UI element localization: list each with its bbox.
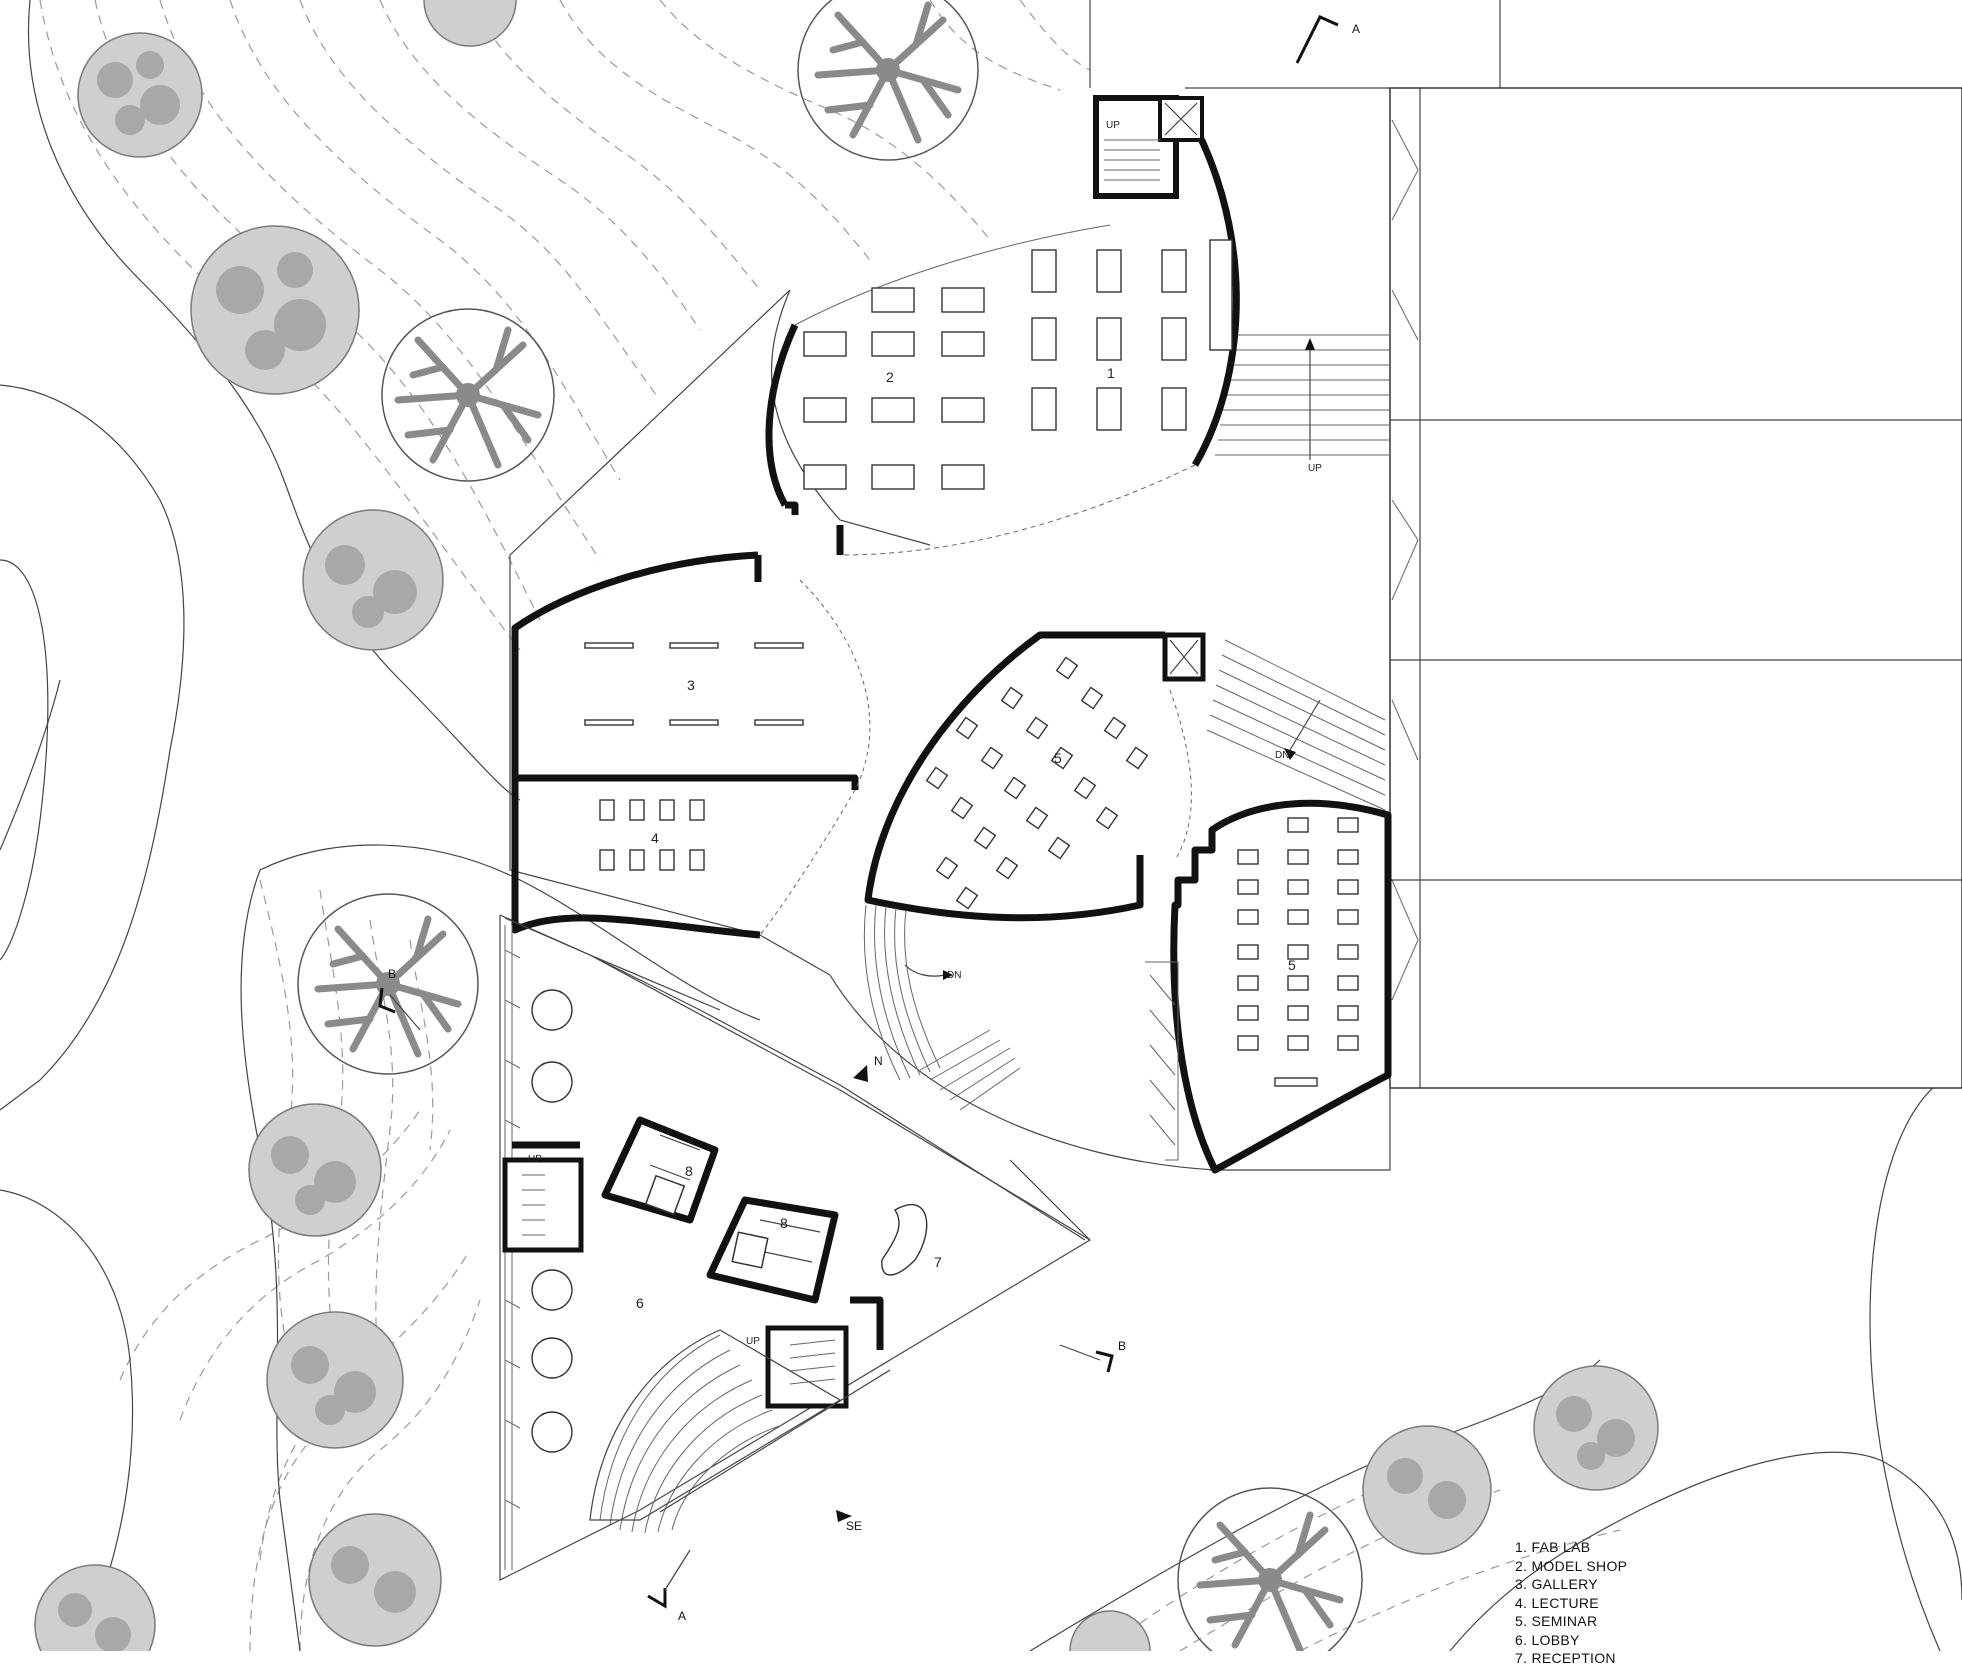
room-number-restroom-a: 8 xyxy=(685,1163,693,1179)
room-number-seminar-west: 5 xyxy=(1054,750,1062,766)
legend-item-lobby: 6. LOBBY xyxy=(1515,1631,1580,1648)
room-number-gallery: 3 xyxy=(687,677,695,693)
tree-canopy xyxy=(302,509,444,651)
trees xyxy=(34,0,1659,1651)
tree-canopy xyxy=(248,1103,382,1237)
stair-label-north-up: UP xyxy=(1106,120,1120,131)
adjacent-building xyxy=(1389,87,1962,1089)
room-seminar-west xyxy=(864,631,1206,922)
tree-branching xyxy=(797,0,979,161)
stair-label-south-dn: DN xyxy=(947,970,961,981)
legend-item-reception: 7. RECEPTION xyxy=(1515,1650,1616,1666)
room-number-restroom-b: 8 xyxy=(780,1215,788,1231)
legend-item-gallery: 3. GALLERY xyxy=(1515,1576,1598,1592)
svg-text:A: A xyxy=(1352,22,1360,36)
stair-label-auditorium-up: UP xyxy=(746,1336,760,1347)
tree-canopy xyxy=(77,32,203,158)
tree-canopy xyxy=(1533,1365,1659,1491)
section-marker-a-top: A xyxy=(1295,15,1360,64)
tree-canopy xyxy=(266,1311,404,1449)
building-footprint xyxy=(499,87,1391,1581)
tree-canopy xyxy=(34,1564,156,1651)
tree-branching xyxy=(381,308,555,482)
legend-item-lecture: 4. LECTURE xyxy=(1515,1594,1599,1611)
room-legend: 1. FAB LAB 2. MODEL SHOP 3. GALLERY 4. L… xyxy=(1515,1538,1735,1668)
room-number-fab-lab: 1 xyxy=(1107,365,1115,381)
room-fab-lab-model-shop xyxy=(765,95,1240,556)
tree-canopy xyxy=(308,1513,442,1647)
room-number-lecture: 4 xyxy=(651,830,659,846)
room-number-lobby: 6 xyxy=(636,1295,644,1311)
svg-text:B: B xyxy=(1118,1339,1126,1353)
stair-label-main-up: UP xyxy=(1308,463,1322,474)
room-number-reception: 7 xyxy=(934,1254,942,1270)
stair-dn-south xyxy=(863,904,1021,1111)
section-marker-b-right: B xyxy=(1059,1339,1126,1373)
main-stair-east xyxy=(1215,334,1390,460)
section-marker-a-bottom: A xyxy=(647,1549,691,1623)
room-number-seminar-east: 5 xyxy=(1288,957,1296,973)
section-marker-b-left: B xyxy=(378,967,421,1031)
legend-item-fab-lab: 1. FAB LAB xyxy=(1515,1539,1591,1555)
lobby-wing xyxy=(502,917,1086,1570)
stair-label-east-dn: DN xyxy=(1275,750,1289,761)
legend-item-seminar: 5. SEMINAR xyxy=(1515,1613,1598,1629)
room-seminar-east xyxy=(1145,799,1392,1174)
tree-canopy xyxy=(423,0,517,47)
svg-text:A: A xyxy=(678,1609,686,1623)
legend-item-model-shop: 2. MODEL SHOP xyxy=(1515,1557,1628,1574)
room-gallery-lecture xyxy=(511,551,871,939)
svg-text:SE: SE xyxy=(846,1519,862,1533)
svg-text:B: B xyxy=(388,967,396,981)
tree-canopy xyxy=(190,225,360,395)
tree-canopy xyxy=(1069,1610,1151,1651)
southeast-arrow: SE xyxy=(836,1510,862,1533)
stair-label-lobby-up: UP xyxy=(528,1154,542,1165)
svg-text:N: N xyxy=(874,1054,883,1068)
tree-branching xyxy=(297,893,479,1075)
north-arrow: N xyxy=(853,1054,883,1082)
tree-branching xyxy=(1177,1487,1363,1651)
room-number-model-shop: 2 xyxy=(886,369,894,385)
tree-canopy xyxy=(1362,1425,1492,1555)
stair-dn-east xyxy=(1206,639,1386,811)
